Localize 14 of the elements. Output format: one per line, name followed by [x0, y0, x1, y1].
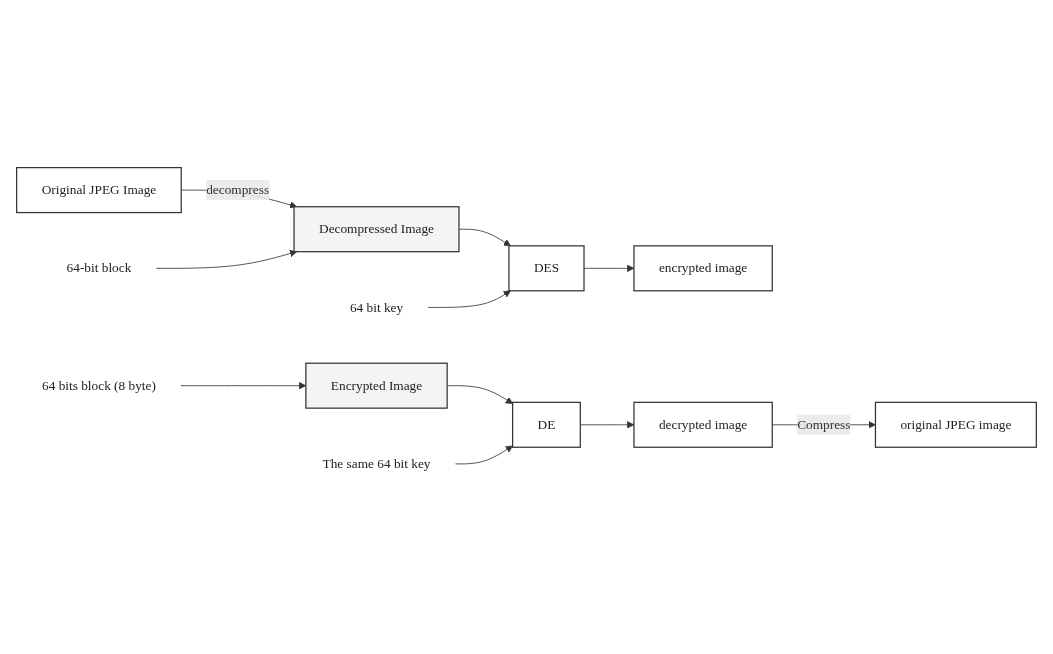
node-box: Encrypted Image — [305, 362, 448, 409]
node-box: DES — [508, 245, 585, 292]
node-box: Decompressed Image — [293, 206, 460, 253]
edge-label: Compress — [797, 417, 851, 432]
node-text: The same 64 bit key — [322, 456, 431, 471]
node-text: 64 bits block (8 byte) — [41, 378, 156, 393]
node-box: Original JPEG Image — [16, 167, 182, 214]
node-text: 64-bit block — [66, 260, 132, 275]
node-box: encrypted image — [633, 245, 773, 292]
node-box: decrypted image — [633, 401, 773, 448]
node-text: 64 bit key — [349, 299, 404, 315]
node-box: original JPEG image — [874, 401, 1037, 448]
edge-label: decompress — [206, 182, 270, 197]
node-box: DE — [512, 401, 581, 448]
